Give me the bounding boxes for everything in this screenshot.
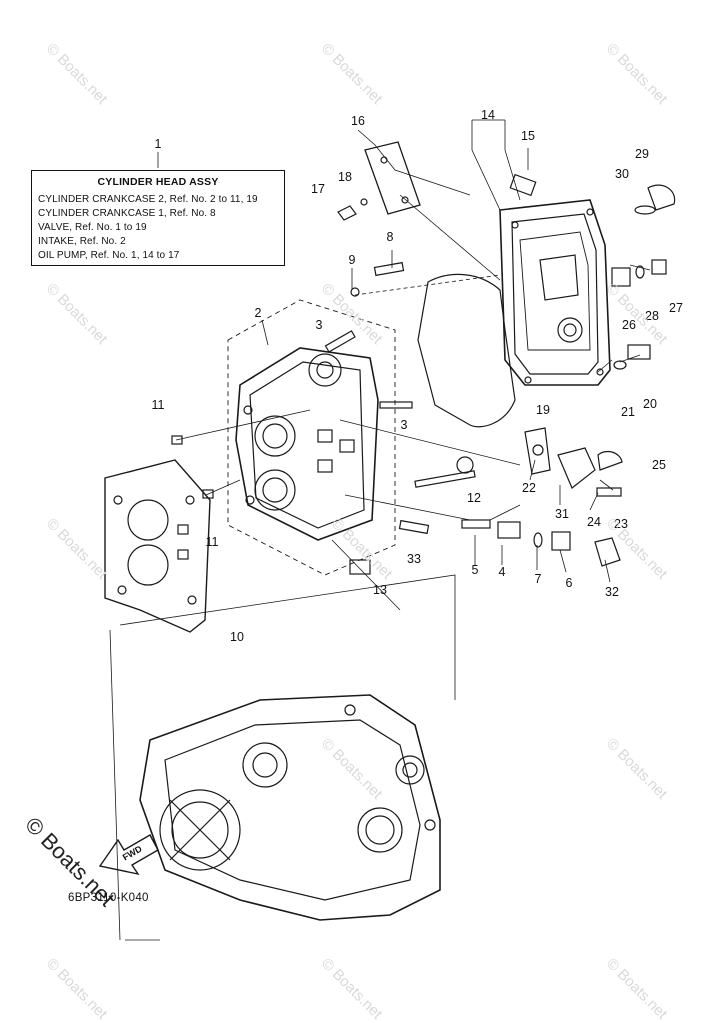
- callout-29[interactable]: 29: [635, 146, 649, 161]
- callout-11[interactable]: 11: [205, 534, 219, 549]
- callout-7[interactable]: 7: [534, 571, 542, 586]
- callout-27[interactable]: 27: [669, 300, 683, 315]
- callout-4[interactable]: 4: [498, 564, 506, 579]
- callout-25[interactable]: 25: [652, 457, 666, 472]
- exploded-parts-diagram: [98, 119, 676, 941]
- head-gasket: [104, 459, 211, 633]
- callout-18[interactable]: 18: [338, 169, 352, 184]
- callout-15[interactable]: 15: [521, 128, 535, 143]
- fasteners: [171, 173, 676, 575]
- callout-33[interactable]: 33: [407, 551, 421, 566]
- oil-pump-cover: [337, 141, 421, 221]
- callout-20[interactable]: 20: [643, 396, 657, 411]
- callout-12[interactable]: 12: [467, 490, 481, 505]
- callout-11[interactable]: 11: [151, 397, 165, 412]
- callout-17[interactable]: 17: [311, 181, 325, 196]
- cover-gasket: [417, 273, 516, 428]
- legend-line: OIL PUMP, Ref. No. 1, 14 to 17: [38, 250, 180, 261]
- callout-14[interactable]: 14: [481, 107, 495, 122]
- legend-line: CYLINDER CRANKCASE 2, Ref. No. 2 to 11, …: [38, 194, 258, 205]
- leader-lines: [109, 119, 651, 941]
- callout-23[interactable]: 23: [614, 516, 628, 531]
- callout-21[interactable]: 21: [621, 404, 635, 419]
- callout-24[interactable]: 24: [587, 514, 601, 529]
- callout-10[interactable]: 10: [230, 629, 244, 644]
- callout-30[interactable]: 30: [615, 166, 629, 181]
- callout-26[interactable]: 26: [622, 317, 636, 332]
- legend-title: CYLINDER HEAD ASSY: [97, 176, 219, 188]
- callout-9[interactable]: 9: [348, 252, 356, 267]
- callout-3[interactable]: 3: [315, 317, 323, 332]
- callout-8[interactable]: 8: [386, 229, 394, 244]
- legend-line: CYLINDER CRANKCASE 1, Ref. No. 8: [38, 208, 216, 219]
- callout-28[interactable]: 28: [645, 308, 659, 323]
- fwd-arrow: [98, 834, 159, 876]
- cylinder-head-cover: [499, 199, 611, 386]
- callout-1[interactable]: 1: [154, 136, 162, 151]
- callout-6[interactable]: 6: [565, 575, 573, 590]
- crankcase-block: [139, 694, 441, 921]
- diagram-code: 6BP3110-K040: [68, 892, 149, 904]
- callout-32[interactable]: 32: [605, 584, 619, 599]
- callout-22[interactable]: 22: [522, 480, 536, 495]
- legend-line: INTAKE, Ref. No. 2: [38, 236, 126, 247]
- assembly-legend: CYLINDER HEAD ASSY CYLINDER CRANKCASE 2,…: [31, 170, 285, 266]
- callout-2[interactable]: 2: [254, 305, 262, 320]
- legend-line: VALVE, Ref. No. 1 to 19: [38, 222, 147, 233]
- cylinder-head: [235, 347, 379, 541]
- head-group-outline: [227, 299, 396, 576]
- callout-5[interactable]: 5: [471, 562, 479, 577]
- callout-13[interactable]: 13: [373, 582, 387, 597]
- callout-16[interactable]: 16: [351, 113, 365, 128]
- callout-3[interactable]: 3: [400, 417, 408, 432]
- callout-31[interactable]: 31: [555, 506, 569, 521]
- callout-19[interactable]: 19: [536, 402, 550, 417]
